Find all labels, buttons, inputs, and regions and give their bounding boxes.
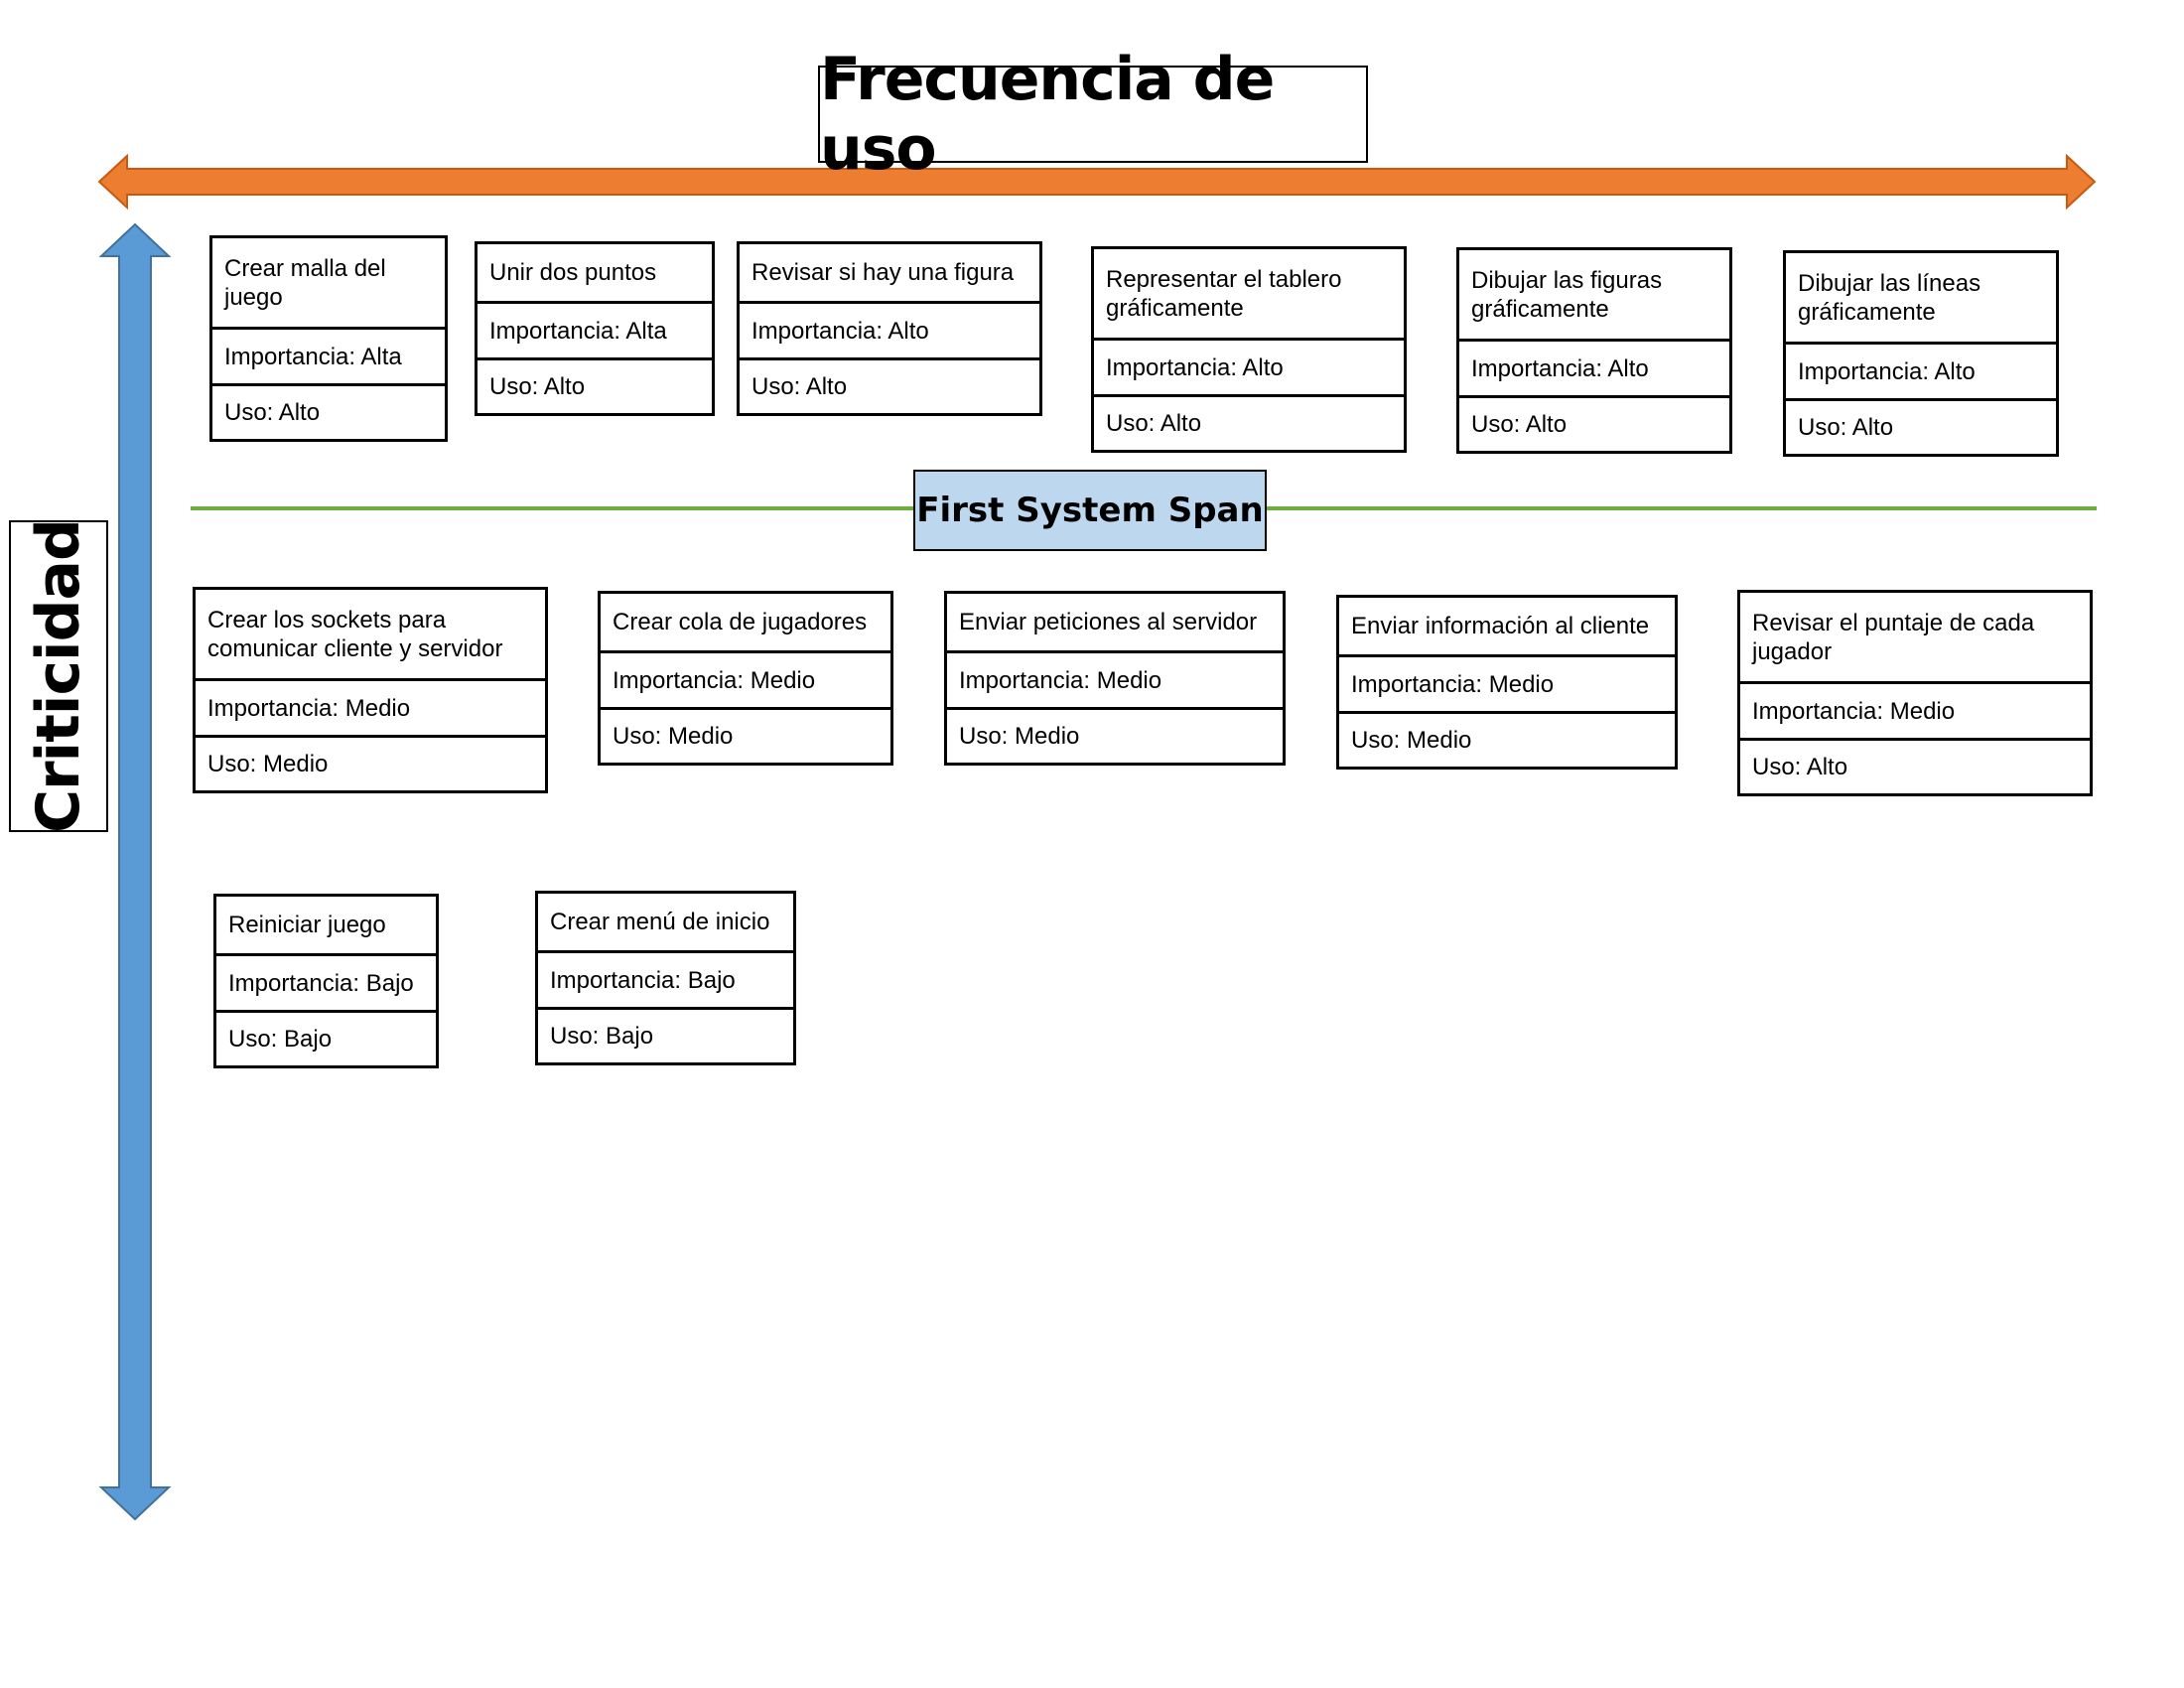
- card-importance: Importancia: Alto: [1459, 339, 1729, 395]
- card-usage: Uso: Bajo: [538, 1007, 793, 1062]
- requirement-card: Crear los sockets para comunicar cliente…: [193, 587, 548, 793]
- requirement-card: Enviar peticiones al servidor Importanci…: [944, 591, 1286, 766]
- card-usage: Uso: Alto: [1740, 738, 2090, 793]
- requirement-card: Crear cola de jugadores Importancia: Med…: [598, 591, 893, 766]
- card-importance: Importancia: Medio: [601, 650, 890, 707]
- card-importance: Importancia: Medio: [1740, 681, 2090, 738]
- requirement-card: Crear menú de inicio Importancia: Bajo U…: [535, 891, 796, 1065]
- system-span-label: First System Span: [913, 470, 1267, 551]
- card-title: Unir dos puntos: [489, 259, 657, 286]
- card-usage: Uso: Alto: [1786, 398, 2056, 454]
- requirement-card: Dibujar las líneas gráficamente Importan…: [1783, 250, 2059, 457]
- card-title: Crear cola de jugadores: [613, 609, 868, 635]
- requirement-card: Representar el tablero gráficamente Impo…: [1091, 246, 1407, 453]
- card-usage: Uso: Bajo: [216, 1010, 436, 1065]
- card-importance: Importancia: Alto: [1094, 338, 1404, 394]
- card-title: Crear los sockets para comunicar cliente…: [207, 606, 503, 662]
- card-title: Crear malla del juego: [224, 254, 386, 311]
- card-importance: Importancia: Bajo: [538, 950, 793, 1007]
- card-usage: Uso: Medio: [601, 707, 890, 763]
- requirement-card: Enviar información al cliente Importanci…: [1336, 595, 1678, 770]
- card-importance: Importancia: Medio: [1339, 654, 1675, 711]
- criticality-axis-label: Criticidad: [24, 519, 93, 833]
- card-usage: Uso: Medio: [1339, 711, 1675, 767]
- card-title: Enviar información al cliente: [1351, 613, 1650, 639]
- frequency-axis-title: Frecuencia de uso: [818, 45, 1368, 184]
- criticality-axis-arrow: [98, 222, 172, 1521]
- requirement-card: Unir dos puntos Importancia: Alta Uso: A…: [475, 241, 715, 416]
- card-title: Revisar si hay una figura: [751, 259, 1015, 286]
- card-usage: Uso: Alto: [212, 383, 445, 439]
- card-usage: Uso: Medio: [947, 707, 1283, 763]
- card-title: Revisar el puntaje de cada jugador: [1752, 609, 2035, 665]
- card-title: Reiniciar juego: [228, 912, 386, 938]
- frequency-axis-label: Frecuencia de uso: [820, 45, 1275, 184]
- card-usage: Uso: Alto: [478, 357, 712, 413]
- card-importance: Importancia: Alto: [1786, 342, 2056, 398]
- requirement-card: Reiniciar juego Importancia: Bajo Uso: B…: [213, 894, 439, 1068]
- card-importance: Importancia: Alta: [212, 327, 445, 383]
- requirement-card: Dibujar las figuras gráficamente Importa…: [1456, 247, 1732, 454]
- card-usage: Uso: Alto: [1094, 394, 1404, 450]
- system-span-text: First System Span: [916, 491, 1264, 530]
- requirement-card: Revisar si hay una figura Importancia: A…: [737, 241, 1042, 416]
- card-usage: Uso: Medio: [196, 735, 545, 790]
- card-importance: Importancia: Medio: [196, 678, 545, 735]
- card-title: Representar el tablero gráficamente: [1106, 265, 1342, 322]
- requirement-card: Crear malla del juego Importancia: Alta …: [209, 235, 448, 442]
- card-title: Enviar peticiones al servidor: [959, 609, 1258, 635]
- requirement-card: Revisar el puntaje de cada jugador Impor…: [1737, 590, 2093, 796]
- card-title: Dibujar las líneas gráficamente: [1798, 269, 1981, 326]
- frequency-axis-arrow: [97, 153, 2097, 211]
- card-usage: Uso: Alto: [740, 357, 1039, 413]
- criticality-axis-title: Criticidad: [9, 519, 108, 833]
- card-title: Crear menú de inicio: [550, 909, 770, 935]
- card-importance: Importancia: Alto: [740, 301, 1039, 357]
- card-importance: Importancia: Alta: [478, 301, 712, 357]
- card-title: Dibujar las figuras gráficamente: [1471, 266, 1663, 323]
- card-importance: Importancia: Medio: [947, 650, 1283, 707]
- card-importance: Importancia: Bajo: [216, 953, 436, 1010]
- card-usage: Uso: Alto: [1459, 395, 1729, 451]
